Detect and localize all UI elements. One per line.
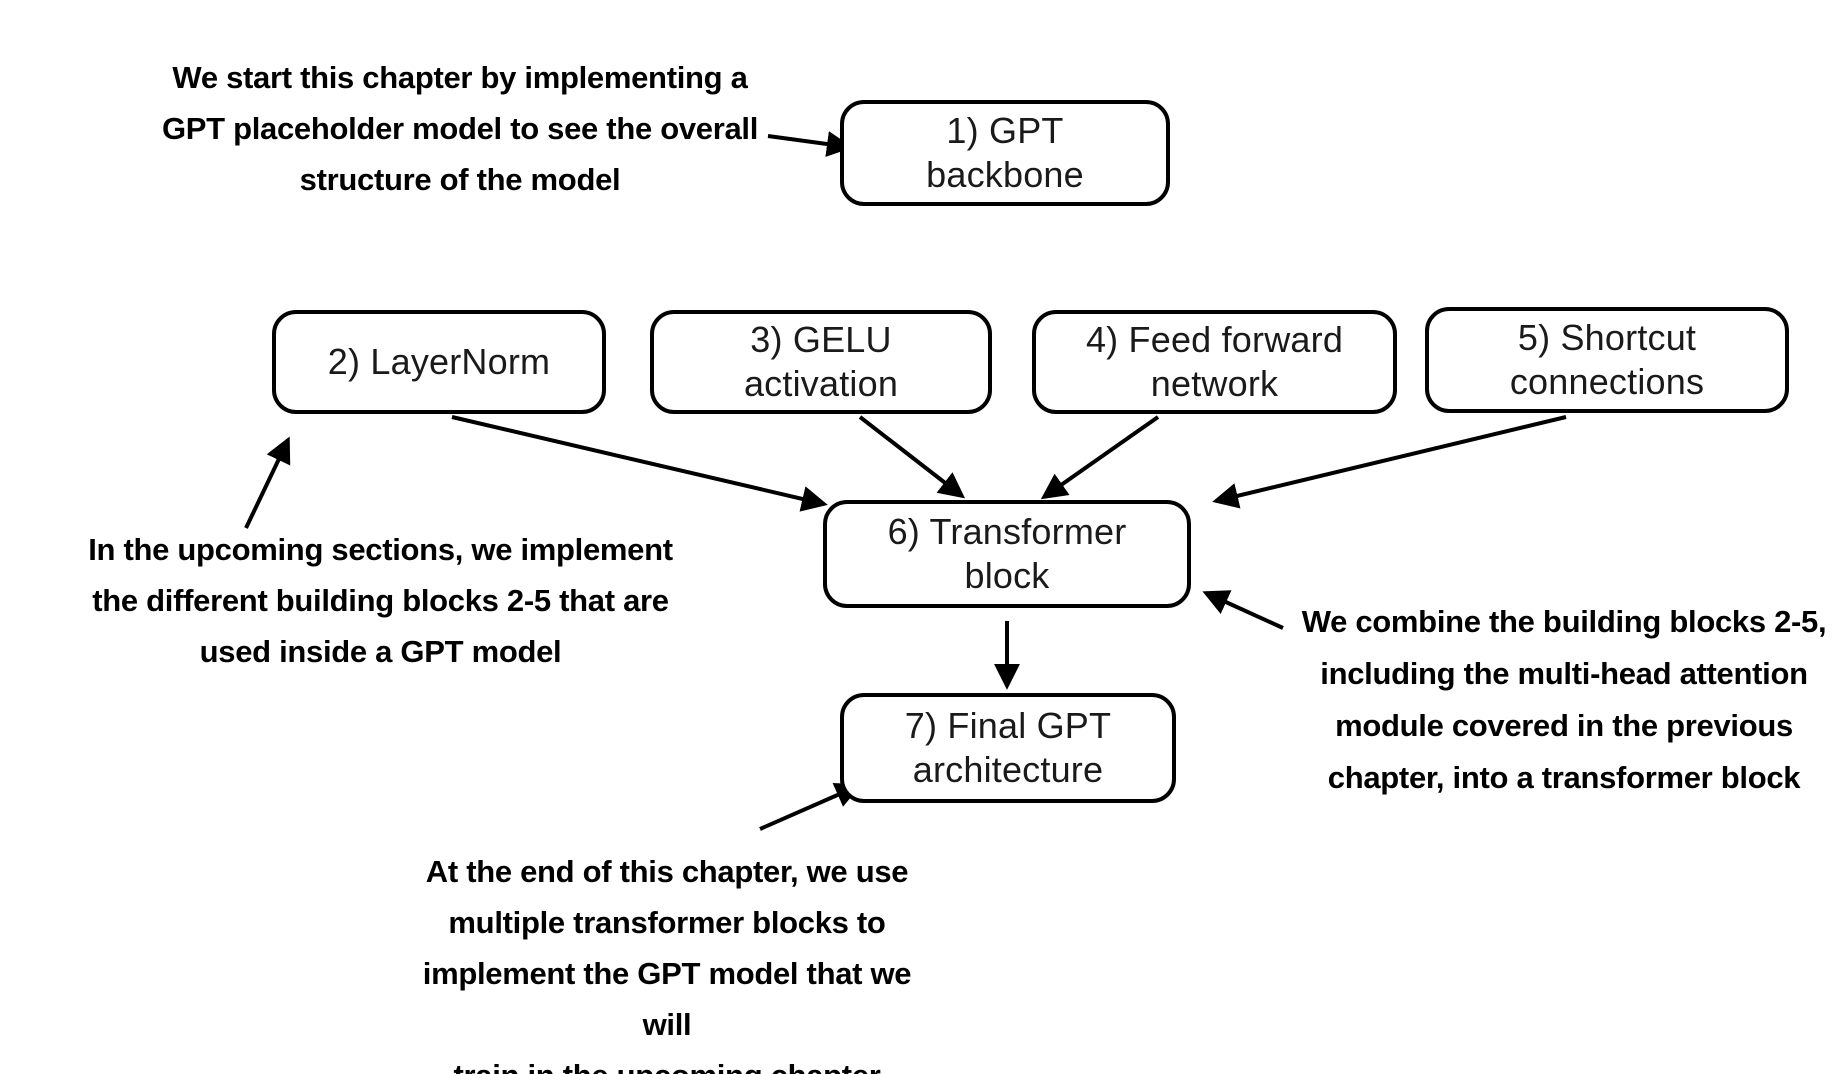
arrow-gelu-to-transformer bbox=[858, 415, 966, 499]
node-gelu-activation: 3) GELU activation bbox=[650, 310, 992, 414]
node-gpt-backbone: 1) GPT backbone bbox=[840, 100, 1170, 206]
annotation-final-architecture-note: At the end of this chapter, we use multi… bbox=[422, 854, 912, 1074]
node-shortcut-connections: 5) Shortcut connections bbox=[1425, 307, 1789, 413]
arrow-feedforward-to-transformer bbox=[1040, 415, 1160, 500]
node-final-gpt-architecture: 7) Final GPT architecture bbox=[840, 693, 1176, 803]
arrow-layernorm-to-transformer bbox=[451, 415, 828, 512]
arrow-shortcut-to-transformer bbox=[1212, 415, 1567, 509]
arrow-note-to-gpt-backbone bbox=[767, 131, 853, 157]
arrow-note-to-transformer bbox=[1202, 590, 1284, 630]
node-layernorm: 2) LayerNorm bbox=[272, 310, 606, 414]
arrow-note-to-layernorm bbox=[244, 436, 291, 529]
annotation-building-blocks-note: In the upcoming sections, we implement t… bbox=[88, 532, 673, 669]
annotation-gpt-backbone-note: We start this chapter by implementing a … bbox=[161, 60, 759, 197]
annotation-transformer-block-note: We combine the building blocks 2-5, incl… bbox=[1301, 604, 1827, 795]
node-feed-forward-network: 4) Feed forward network bbox=[1032, 310, 1397, 414]
node-transformer-block: 6) Transformer block bbox=[823, 500, 1191, 608]
